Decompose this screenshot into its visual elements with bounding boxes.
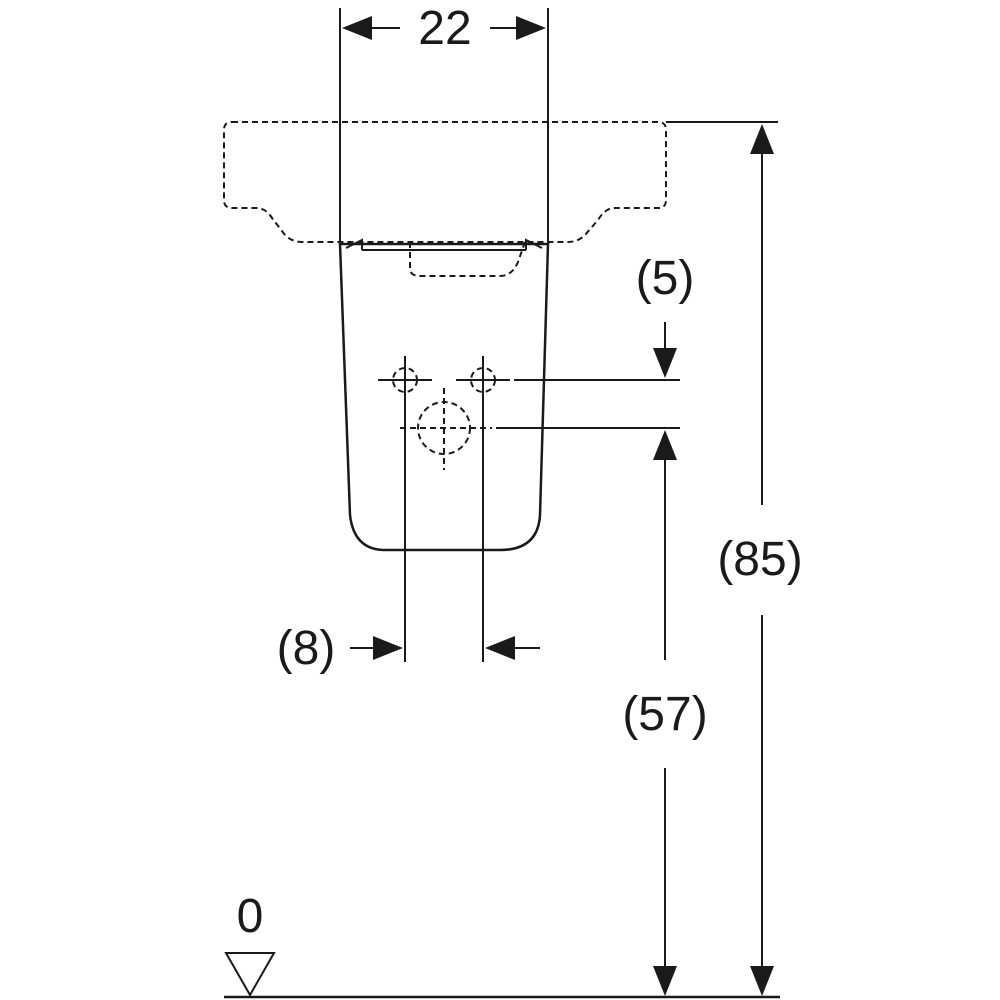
supply-connection-right [456,356,510,662]
drain-connection [400,388,492,470]
drain-offset-arrow-bottom [653,430,677,460]
pedestal-top-lip [345,238,543,251]
width-label: 22 [418,2,471,55]
width-arrow-right [516,16,546,40]
drain-offset-arrow-top [653,348,677,378]
washbasin-outline [223,121,667,243]
washbasin-inner-bowl [409,241,526,277]
semi-pedestal-body [338,242,550,552]
pipe-spacing-arrow-right [485,636,515,660]
pipe-spacing-arrow-left [373,636,403,660]
outlet-height-arrow-bottom [653,966,677,996]
total-height-label: (85) [717,533,802,586]
outlet-height-label: (57) [622,688,707,741]
pipe-spacing-label: (8) [277,622,336,675]
width-arrow-left [342,16,372,40]
supply-connection-left [378,356,432,662]
total-height-arrow-top [750,124,774,154]
total-height-arrow-bottom [750,966,774,996]
floor-level-label: 0 [237,890,264,943]
drain-offset-label: (5) [636,252,695,305]
floor-level-marker-icon [224,952,276,998]
